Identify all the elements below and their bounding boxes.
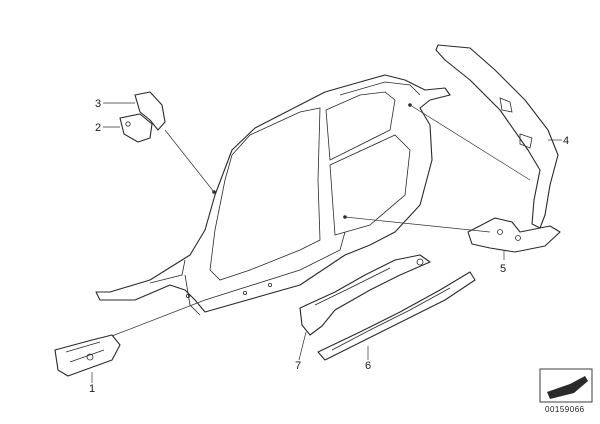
document-id: 00159066 [545,405,585,414]
part-4-shape [435,44,559,229]
part-3-shape [134,91,166,131]
callout-2: 2 [95,122,101,134]
callout-6: 6 [365,360,371,372]
callout-1: 1 [89,383,95,395]
part-5-shape [467,217,561,253]
part-1-shape [54,334,121,377]
body-side-frame [95,74,451,316]
callout-5: 5 [500,263,506,275]
leader-lines [91,102,562,383]
reference-symbol-box [539,368,593,403]
callout-4: 4 [563,135,569,147]
callout-3: 3 [95,98,101,110]
part-2-shape [119,113,153,143]
part-6-shape [317,271,476,361]
callout-7: 7 [295,360,301,372]
part-7-shape [299,254,431,336]
